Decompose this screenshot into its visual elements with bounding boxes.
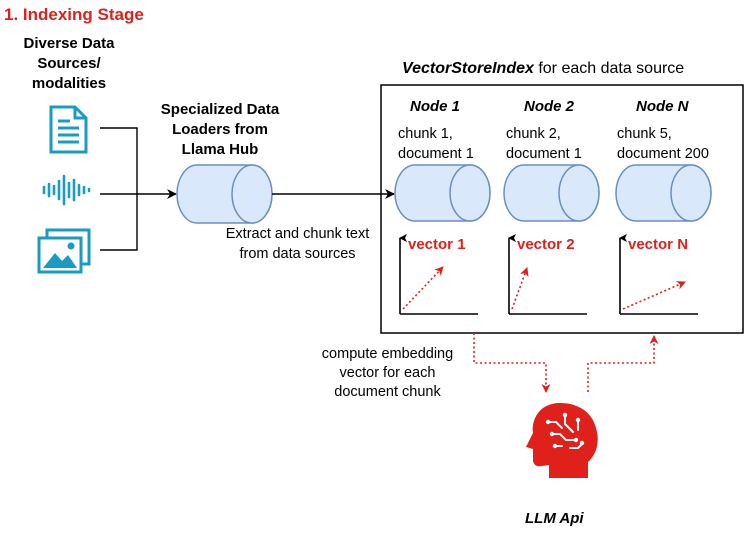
node-cylinder: [615, 164, 712, 222]
embedding-caption-line: vector for each: [339, 365, 436, 381]
vector-label: vector N: [628, 236, 689, 253]
embedding-caption-line: compute embedding: [321, 346, 454, 362]
brain-head-icon: [526, 403, 598, 478]
node-title: Node N: [636, 98, 689, 115]
vector-plot: [399, 234, 478, 315]
loader-label-line: Loaders from: [172, 121, 268, 138]
node-chunk-label: chunk 2, document 1: [506, 124, 582, 164]
node-title: Node 1: [410, 98, 461, 115]
node-cylinder: [394, 164, 491, 222]
loader-label-line: Specialized Data: [160, 101, 280, 118]
loader-label: Specialized Data Loaders from Llama Hub: [140, 100, 300, 160]
node-chunk-line: document 1: [506, 146, 582, 162]
extract-caption: Extract and chunk text from data sources: [205, 224, 390, 264]
image-gallery-icon: [37, 228, 91, 274]
extract-caption-line: Extract and chunk text: [225, 226, 370, 242]
vector-plot: [619, 234, 698, 315]
vector-label: vector 2: [517, 236, 575, 253]
embedding-caption-line: document chunk: [334, 384, 441, 400]
audio-waveform-icon: [42, 174, 91, 206]
document-icon: [49, 105, 88, 154]
loader-label-line: Llama Hub: [181, 141, 259, 158]
node-chunk-line: document 1: [398, 146, 474, 162]
node-chunk-line: chunk 5,: [617, 126, 672, 142]
index-title-rest: for each data source: [533, 60, 685, 77]
embedding-caption: compute embedding vector for each docume…: [300, 345, 475, 402]
index-title-name: VectorStoreIndex: [402, 60, 534, 77]
llm-label: LLM Api: [525, 510, 584, 527]
node-cylinder: [503, 164, 600, 222]
node-chunk-line: chunk 2,: [506, 126, 561, 142]
node-chunk-line: document 200: [617, 146, 709, 162]
embedding-flow: [473, 333, 659, 393]
sources-label: Diverse Data Sources/ modalities: [4, 34, 134, 94]
loader-cylinder: [176, 164, 273, 224]
sources-label-line: modalities: [31, 75, 107, 92]
node-chunk-label: chunk 5, document 200: [617, 124, 709, 164]
sources-label-line: Diverse Data: [23, 35, 115, 52]
node-title: Node 2: [524, 98, 575, 115]
node-chunk-label: chunk 1, document 1: [398, 124, 474, 164]
vector-plot: [508, 234, 587, 315]
node-chunk-line: chunk 1,: [398, 126, 453, 142]
sources-label-line: Sources/: [37, 55, 101, 72]
vector-label: vector 1: [408, 236, 466, 253]
vector-store-index-box: [380, 84, 744, 334]
stage-title: 1. Indexing Stage: [4, 5, 144, 24]
source-connectors: [100, 127, 177, 251]
extract-caption-line: from data sources: [239, 246, 356, 262]
index-title: VectorStoreIndex for each data source: [402, 60, 684, 78]
